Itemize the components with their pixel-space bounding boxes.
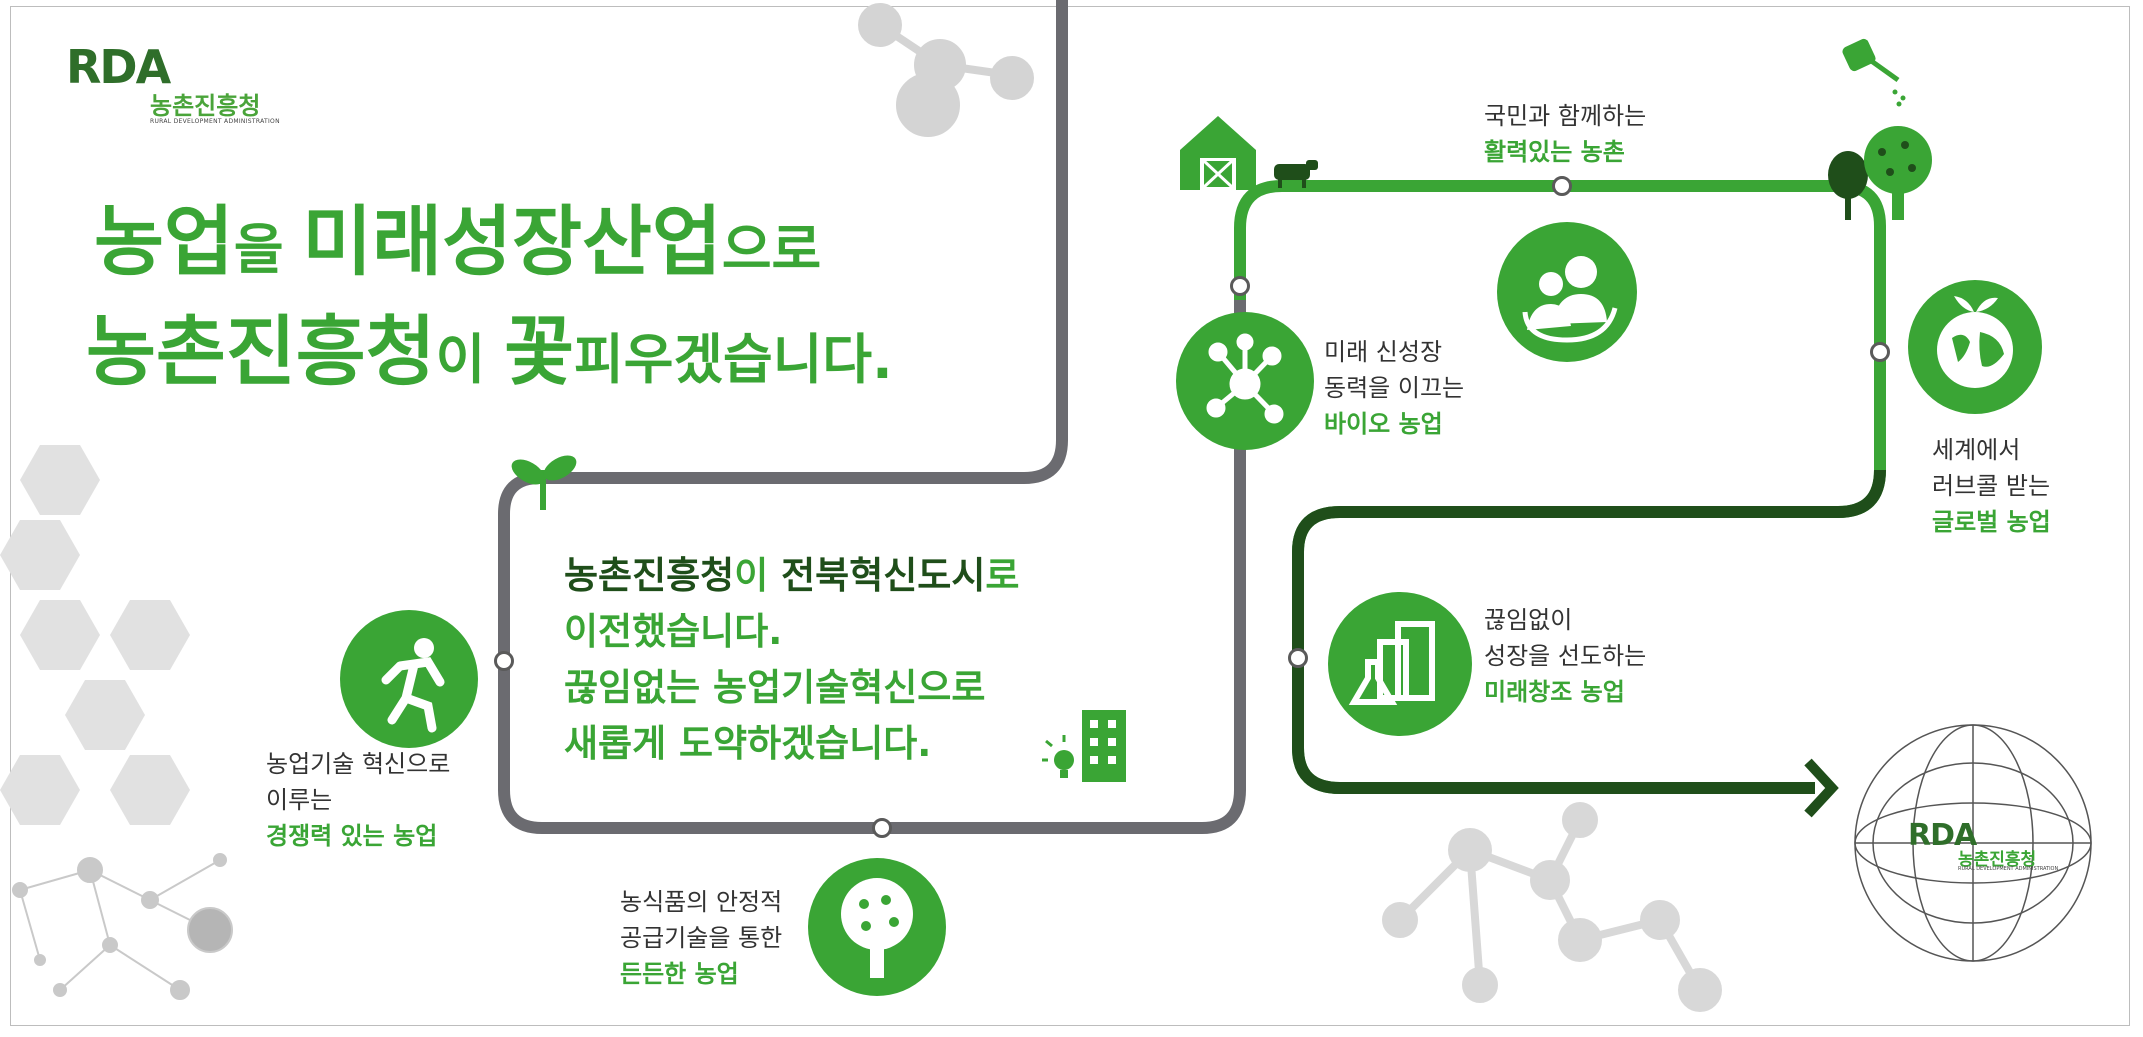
caption-highlight: 든든한 농업 (620, 960, 739, 988)
milestone-circle-global (1908, 280, 2042, 414)
milestone-circle-vibrant (1497, 222, 1637, 362)
relocation-message: 농촌진흥청이 전북혁신도시로 이전했습니다. 끊임없는 농업기술혁신으로 새롭게… (564, 548, 1019, 772)
road-node (1288, 648, 1308, 668)
caption-line: 공급기술을 통한 (620, 924, 783, 952)
trees-icon (1828, 126, 1932, 220)
caption-creative: 끊임없이 성장을 선도하는 미래창조 농업 (1484, 602, 1646, 710)
particle-text: 이 (734, 554, 782, 597)
building-icon (1042, 710, 1126, 782)
globe-logo-name: 농촌진흥청 (1958, 850, 2037, 870)
rda-logo-mark: RDA (66, 40, 171, 94)
sprout-icon (511, 455, 577, 510)
globe-icon (1854, 724, 2092, 962)
headline-word: 이 (435, 328, 505, 391)
headline-line-2: 농촌진흥청이 꽃피우겠습니다. (86, 290, 893, 400)
relocation-message-line-2: 이전했습니다. (564, 610, 783, 653)
caption-highlight: 바이오 농업 (1324, 410, 1443, 438)
molecule-decoration-bottom (1382, 802, 1722, 1012)
road-node (1230, 276, 1250, 296)
caption-global: 세계에서 러브콜 받는 글로벌 농업 (1932, 432, 2051, 540)
barn-icon (1180, 116, 1256, 190)
network-decoration (12, 853, 233, 1000)
relocation-message-line-1: 농촌진흥청이 전북혁신도시로 (564, 548, 1019, 604)
caption-line: 미래 신성장 (1324, 338, 1443, 366)
milestone-circle-food (808, 858, 946, 996)
particle-text: 로 (985, 554, 1020, 597)
caption-highlight: 미래창조 농업 (1484, 678, 1625, 706)
caption-highlight: 글로벌 농업 (1932, 508, 2051, 536)
road-arrow-head (1804, 758, 1839, 818)
cow-icon (1274, 160, 1318, 188)
headline-word: 을 (233, 218, 303, 281)
caption-line: 세계에서 (1932, 436, 2021, 464)
caption-bio: 미래 신성장 동력을 이끄는 바이오 농업 (1324, 334, 1464, 442)
image-frame (10, 6, 2130, 1026)
caption-highlight: 경쟁력 있는 농업 (266, 822, 438, 850)
headline-word: 농촌진흥청 (86, 307, 436, 396)
caption-line: 국민과 함께하는 (1484, 102, 1647, 130)
caption-line: 동력을 이끄는 (1324, 374, 1465, 402)
headline-word: 농업 (94, 197, 234, 286)
road-node (872, 818, 892, 838)
lab-flask-icon (1348, 621, 1435, 705)
molecule-decoration-top (858, 3, 1034, 137)
headline-word: 으로 (721, 218, 822, 281)
road-node (494, 651, 514, 671)
caption-vibrant: 국민과 함께하는 활력있는 농촌 (1484, 98, 1646, 170)
watering-can-icon (1842, 38, 1906, 107)
hexagon-decoration (0, 445, 190, 825)
rda-logo-english: RURAL DEVELOPMENT ADMINISTRATION (150, 118, 280, 125)
milestone-circle-creative (1328, 592, 1472, 736)
rda-logo-name: 농촌진흥청 (150, 92, 261, 120)
rda-name-strong: 농촌진흥청 (564, 554, 735, 597)
caption-line: 이루는 (266, 786, 333, 814)
headline-word: 피우겠습니다. (574, 328, 893, 391)
caption-line: 농업기술 혁신으로 (266, 750, 451, 778)
milestone-circle-bio (1176, 312, 1314, 450)
globe-logo-mark: RDA (1908, 818, 1977, 853)
molecule-icon (1206, 333, 1284, 424)
caption-line: 러브콜 받는 (1932, 472, 2051, 500)
headline-word: 꽃 (504, 307, 575, 396)
road-dark-green (1292, 469, 1886, 794)
runner-icon (381, 638, 445, 733)
caption-line: 성장을 선도하는 (1484, 642, 1647, 670)
relocation-message-line-4: 새롭게 도약하겠습니다. (564, 722, 932, 765)
caption-line: 농식품의 안정적 (620, 888, 783, 916)
caption-food: 농식품의 안정적 공급기술을 통한 든든한 농업 (620, 884, 782, 992)
caption-competitive: 농업기술 혁신으로 이루는 경쟁력 있는 농업 (266, 746, 450, 854)
caption-highlight: 활력있는 농촌 (1484, 138, 1625, 166)
road-node (1552, 176, 1572, 196)
globe-logo-english: RURAL DEVELOPMENT ADMINISTRATION (1958, 866, 2059, 872)
relocation-message-line-3: 끊임없는 농업기술혁신으로 (564, 666, 986, 709)
road-node (1870, 342, 1890, 362)
headline-word: 미래성장산업 (302, 197, 722, 286)
headline-line-1: 농업을 미래성장산업으로 (94, 180, 821, 290)
city-name-strong: 전북혁신도시 (781, 554, 986, 597)
fruit-tree-icon (841, 878, 913, 978)
milestone-circle-competitive (340, 610, 478, 748)
people-icon (1522, 256, 1618, 343)
caption-line: 끊임없이 (1484, 606, 1573, 634)
globe-leaf-icon (1937, 296, 2013, 388)
